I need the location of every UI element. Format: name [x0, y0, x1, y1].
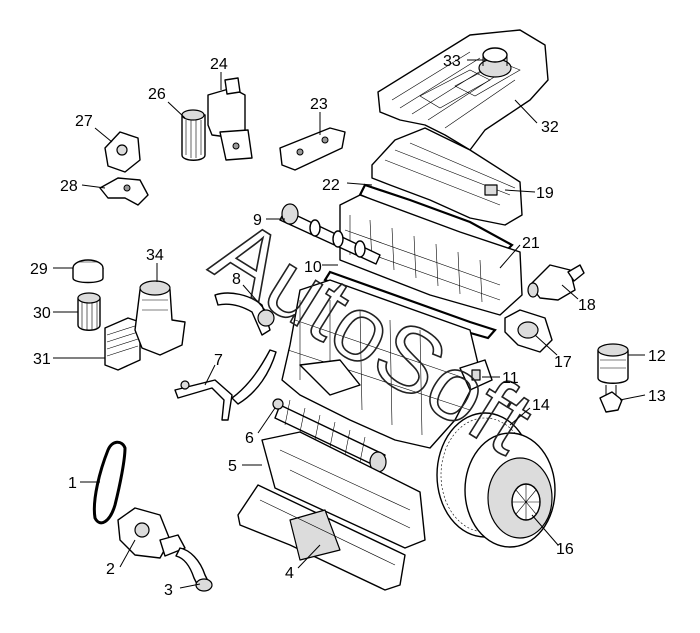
- label-23: 23: [310, 96, 328, 113]
- label-21: 21: [522, 235, 540, 252]
- part-labels: 1 2 3 4 5 6 7 8 9 10 11 12 13 14 16 17 1…: [30, 53, 666, 599]
- leader-lines: [53, 59, 646, 589]
- part-17-vacuum-pump: [504, 309, 553, 353]
- part-10-head-gasket: [323, 270, 497, 340]
- part-12-filter-element: [597, 343, 629, 384]
- label-4: 4: [285, 565, 294, 582]
- part-7-coolant-pipe: [174, 349, 277, 421]
- label-9: 9: [253, 212, 262, 229]
- part-30-oil-filter-element: [77, 292, 101, 331]
- part-9-camshaft: [279, 203, 381, 265]
- part-11-sensor: [459, 359, 493, 391]
- part-21-cylinder-head: [339, 194, 523, 316]
- label-2: 2: [106, 561, 115, 578]
- label-11: 11: [502, 370, 519, 387]
- part-19-valve-cover: [371, 127, 523, 226]
- label-10: 10: [304, 259, 322, 276]
- label-19: 19: [536, 185, 554, 202]
- part-26-fuel-filter-element: [181, 109, 206, 161]
- part-18-thermostat-housing: [527, 264, 585, 301]
- label-31: 31: [33, 351, 51, 368]
- part-28-mount-bracket: [99, 177, 149, 206]
- part-13-filter-bracket: [599, 385, 623, 413]
- label-7: 7: [214, 352, 223, 369]
- part-23-bracket: [279, 127, 346, 171]
- part-16-clutch: [464, 432, 556, 548]
- part-32-engine-cover: [377, 29, 549, 151]
- part-1-drive-belt: [92, 440, 127, 525]
- part-29-oil-filter-cap: [72, 259, 104, 284]
- part-8-coolant-hose: [214, 292, 275, 336]
- part-6-crankshaft: [272, 398, 387, 473]
- label-32: 32: [541, 119, 559, 136]
- label-5: 5: [228, 458, 237, 475]
- label-18: 18: [578, 297, 596, 314]
- label-30: 30: [33, 305, 51, 322]
- label-3: 3: [164, 582, 173, 599]
- label-34: 34: [146, 247, 164, 264]
- label-29: 29: [30, 261, 48, 278]
- engine-block: [281, 279, 481, 449]
- label-1: 1: [68, 475, 77, 492]
- label-12: 12: [648, 348, 666, 365]
- part-2-oil-pump: [117, 507, 186, 559]
- part-3-oil-pickup-pipe: [175, 547, 213, 592]
- part-24-fuel-filter-housing: [207, 77, 253, 161]
- label-8: 8: [232, 271, 241, 288]
- label-17: 17: [554, 354, 572, 371]
- label-33: 33: [443, 53, 461, 70]
- label-28: 28: [60, 178, 78, 195]
- label-16: 16: [556, 541, 574, 558]
- label-6: 6: [245, 430, 254, 447]
- label-22: 22: [322, 177, 340, 194]
- label-24: 24: [210, 56, 228, 73]
- part-31-oil-cooler: [104, 317, 141, 371]
- part-33-oil-filler-cap: [478, 47, 512, 78]
- part-5-upper-oil-pan: [261, 431, 426, 549]
- label-27: 27: [75, 113, 93, 130]
- label-13: 13: [648, 388, 666, 405]
- label-14: 14: [532, 397, 550, 414]
- part-4-lower-oil-pan: [237, 484, 406, 591]
- part-34-oil-filter-housing: [134, 280, 186, 356]
- label-26: 26: [148, 86, 166, 103]
- part-27-engine-mount: [104, 131, 141, 173]
